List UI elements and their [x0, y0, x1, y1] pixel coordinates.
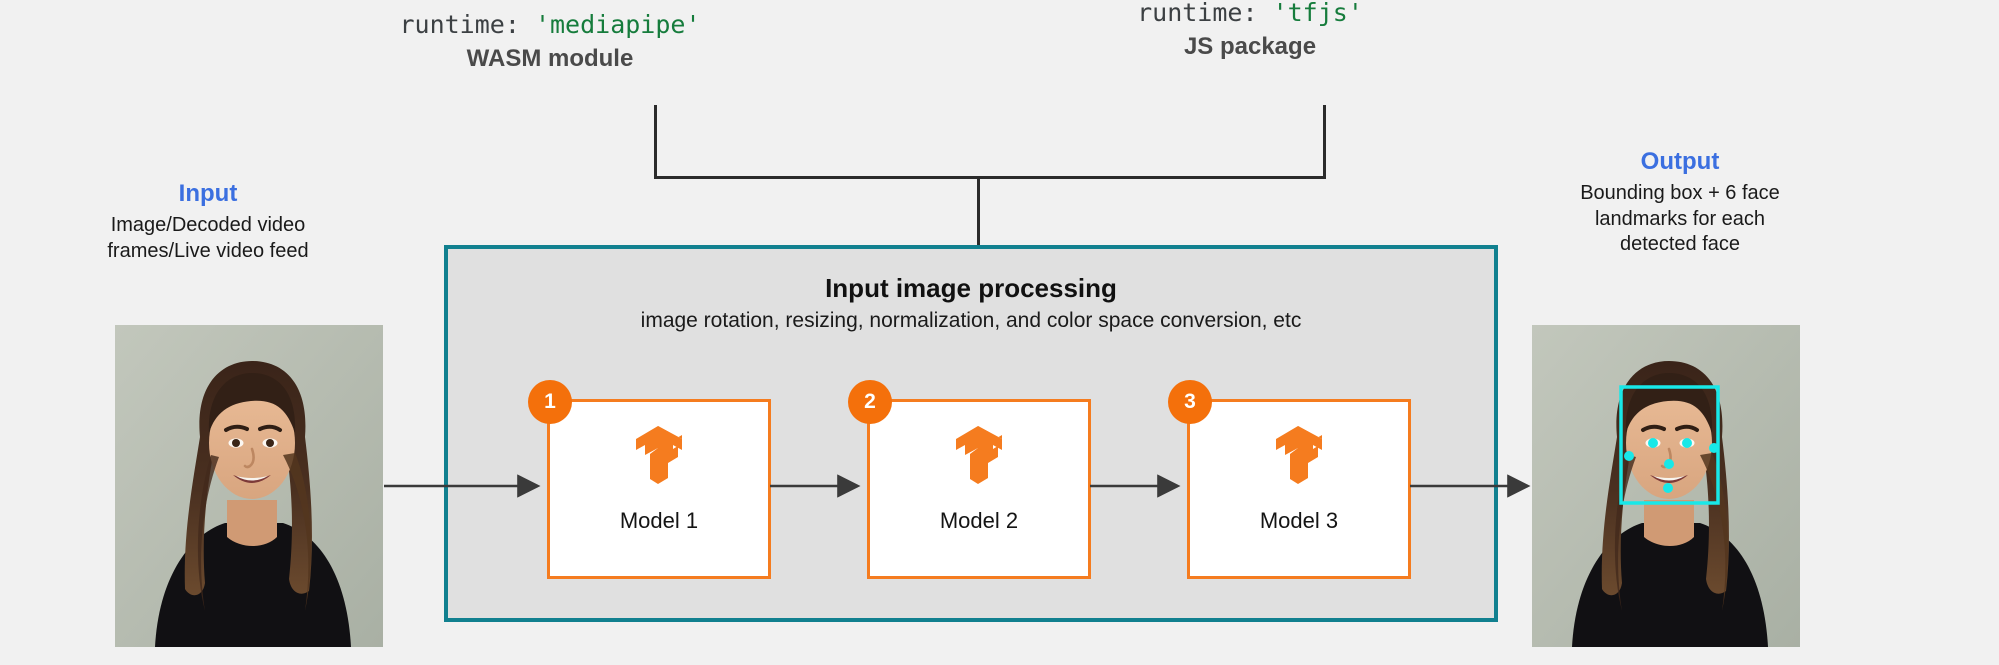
- runtime-sublabel-tfjs: JS package: [1183, 33, 1317, 60]
- tensorflow-logo-icon: [636, 426, 682, 484]
- tensorflow-logo-icon: [956, 426, 1002, 484]
- input-photo: [115, 325, 383, 647]
- runtime-caption-tfjs: runtime: 'tfjs' JS package: [1080, 0, 1420, 59]
- output-label-group: Output Bounding box + 6 face landmarks f…: [1530, 148, 1830, 258]
- output-description-line-3: detected face: [1619, 233, 1741, 256]
- input-description-line-2: frames/Live video feed: [107, 239, 309, 262]
- output-description: Bounding box + 6 face landmarks for each…: [1530, 181, 1830, 258]
- output-title: Output: [1640, 148, 1720, 175]
- input-description-line-1: Image/Decoded video: [110, 214, 306, 236]
- model-step-badge-1: 1: [528, 380, 572, 424]
- output-description-line-2: landmarks for each: [1594, 207, 1766, 230]
- model-name-2: Model 2: [939, 508, 1019, 533]
- runtime-code-prefix: runtime:: [399, 10, 520, 39]
- model-card-3[interactable]: 3 Model 3: [1168, 380, 1411, 579]
- processing-panel-subtitle: image rotation, resizing, normalization,…: [640, 309, 1302, 332]
- output-photo-illustration: [1532, 325, 1800, 647]
- runtime-bracket-connector: [654, 105, 1326, 247]
- runtime-code-value: 'mediapipe': [534, 10, 701, 39]
- model-step-badge-3: 3: [1168, 380, 1212, 424]
- input-photo-illustration: [115, 325, 383, 647]
- input-title: Input: [178, 180, 238, 207]
- output-description-line-1: Bounding box + 6 face: [1580, 182, 1780, 204]
- model-card-2[interactable]: 2 Model 2: [848, 380, 1091, 579]
- runtime-code-value: 'tfjs': [1272, 0, 1363, 27]
- model-card-1[interactable]: 1 Model 1: [528, 380, 771, 579]
- runtime-code-prefix: runtime:: [1137, 0, 1258, 27]
- model-name-3: Model 3: [1259, 508, 1339, 533]
- model-step-badge-2: 2: [848, 380, 892, 424]
- tensorflow-logo-icon: [1276, 426, 1322, 484]
- face-landmark-dots: [1624, 438, 1719, 493]
- processing-panel-title: Input image processing: [825, 273, 1117, 303]
- input-label-group: Input Image/Decoded video frames/Live vi…: [58, 180, 358, 264]
- runtime-sublabel-mediapipe: WASM module: [466, 45, 634, 72]
- runtime-code-tfjs: runtime: 'tfjs': [1080, 0, 1420, 25]
- runtime-caption-mediapipe: runtime: 'mediapipe' WASM module: [380, 12, 720, 71]
- input-description: Image/Decoded video frames/Live video fe…: [58, 213, 358, 264]
- runtime-code-mediapipe: runtime: 'mediapipe': [380, 12, 720, 37]
- input-image-processing-panel: Input image processing image rotation, r…: [444, 245, 1498, 622]
- output-photo: [1532, 325, 1800, 647]
- model-name-1: Model 1: [619, 508, 699, 533]
